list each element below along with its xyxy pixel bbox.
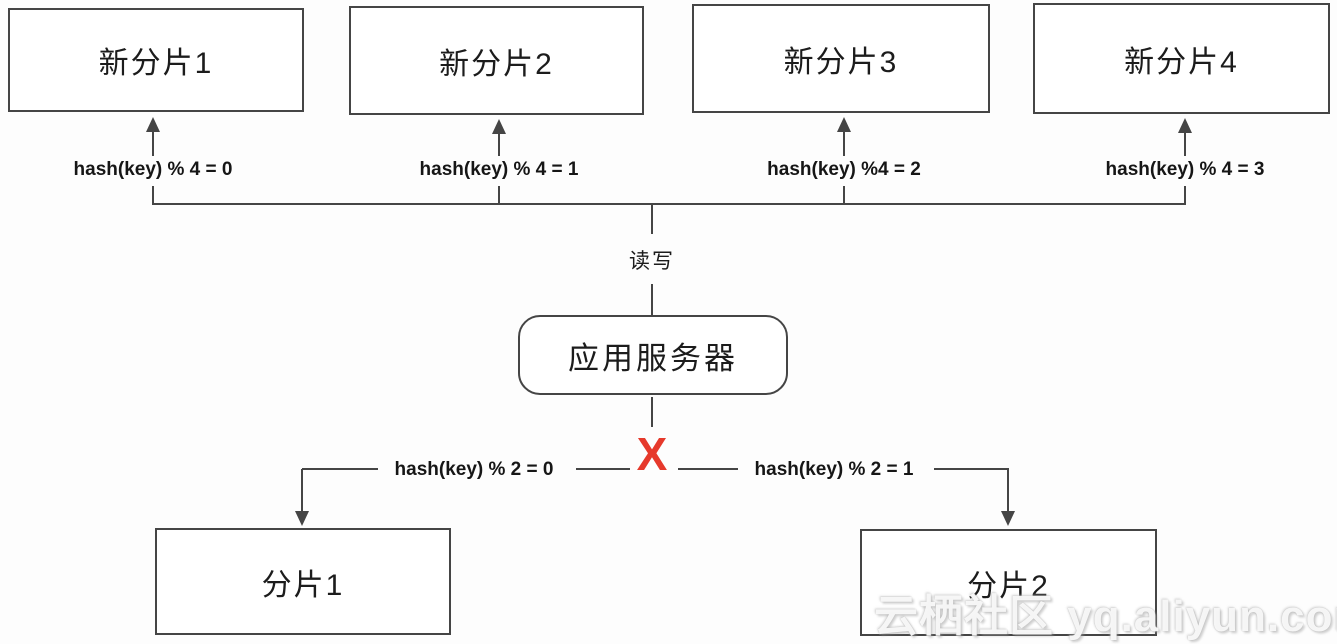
- bus-line: [152, 203, 1186, 205]
- old-shard-1-box: 分片1: [155, 528, 451, 635]
- arrow-up-icon: [1178, 118, 1192, 133]
- connector: [1007, 469, 1009, 512]
- bus-stub: [1184, 186, 1186, 204]
- connector: [651, 204, 653, 234]
- new-shard-4-box: 新分片4: [1033, 3, 1330, 114]
- new-shard-1-label: 新分片1: [98, 47, 214, 80]
- connector: [302, 468, 378, 470]
- app-server-label: 应用服务器: [568, 340, 738, 376]
- arrow-shaft: [152, 131, 154, 156]
- read-write-label: 读写: [629, 250, 675, 273]
- bus-stub: [843, 186, 845, 204]
- new-shard-4-label: 新分片4: [1124, 45, 1239, 79]
- connector: [651, 397, 653, 427]
- arrow-shaft: [1184, 132, 1186, 156]
- old-shard-2-box: 分片2: [860, 529, 1157, 636]
- hash-mod2-label-0: hash(key) % 2 = 0: [394, 459, 554, 480]
- connector: [934, 468, 1009, 470]
- new-shard-2-label: 新分片2: [439, 47, 554, 81]
- hash-mod2-label-1: hash(key) % 2 = 1: [754, 459, 914, 480]
- connector: [651, 284, 653, 316]
- old-shard-2-label: 分片2: [967, 569, 1050, 603]
- new-shard-1-box: 新分片1: [8, 8, 304, 112]
- cross-out-icon: X: [636, 428, 668, 480]
- new-shard-2-box: 新分片2: [349, 6, 644, 115]
- arrow-up-icon: [492, 119, 506, 134]
- connector: [576, 468, 630, 470]
- connector: [301, 469, 303, 512]
- arrow-down-icon: [1001, 511, 1015, 526]
- app-server-box: 应用服务器: [518, 315, 788, 395]
- arrow-up-icon: [146, 117, 160, 132]
- old-shard-1-label: 分片1: [261, 568, 345, 602]
- arrow-shaft: [843, 131, 845, 156]
- hash-mod4-label-3: hash(key) % 4 = 3: [1105, 159, 1265, 180]
- hash-mod4-label-2: hash(key) %4 = 2: [767, 159, 921, 180]
- watermark: 云栖社区 yq.aliyun.com: [874, 592, 1337, 641]
- connector: [678, 468, 738, 470]
- arrow-down-icon: [295, 511, 309, 526]
- hash-mod4-label-0: hash(key) % 4 = 0: [73, 159, 233, 180]
- arrow-shaft: [498, 133, 500, 156]
- bus-stub: [498, 186, 500, 204]
- hash-mod4-label-1: hash(key) % 4 = 1: [419, 159, 579, 180]
- new-shard-3-label: 新分片3: [783, 45, 899, 79]
- new-shard-3-box: 新分片3: [692, 4, 990, 113]
- arrow-up-icon: [837, 117, 851, 132]
- bus-stub: [152, 186, 154, 204]
